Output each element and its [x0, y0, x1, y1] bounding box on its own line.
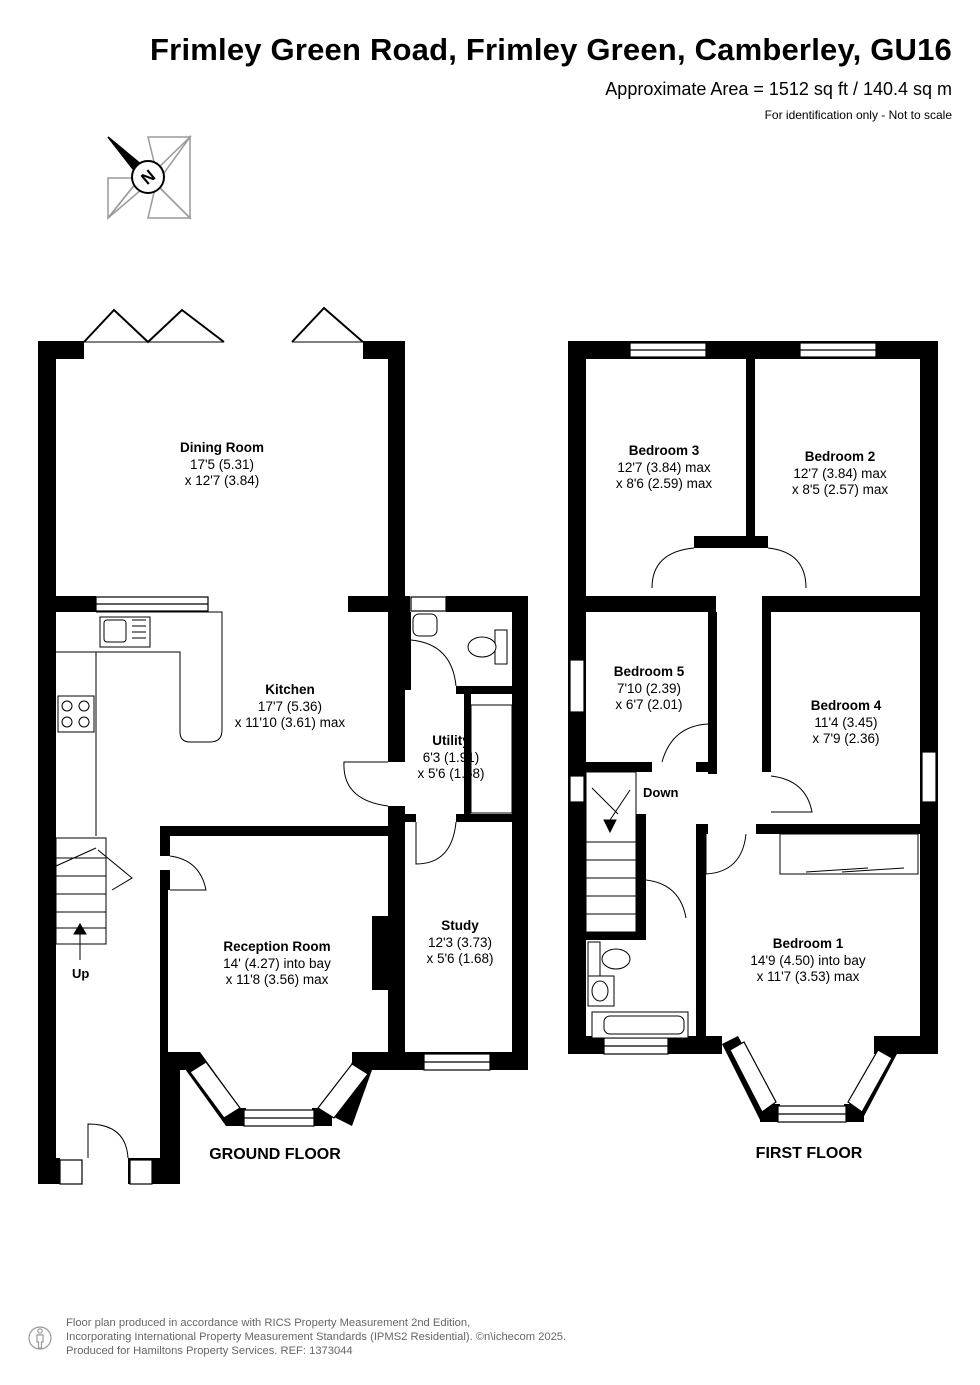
- approximate-area: Approximate Area = 1512 sq ft / 140.4 sq…: [605, 79, 952, 99]
- first-floor-doors: [645, 547, 919, 919]
- ground-floor-title: GROUND FLOOR: [209, 1146, 341, 1163]
- property-address-title: Frimley Green Road, Frimley Green, Cambe…: [150, 32, 952, 67]
- bathroom-fittings: [587, 941, 689, 1039]
- footer-line-3: Produced for Hamiltons Property Services…: [66, 1345, 353, 1357]
- bedroom-1-label: Bedroom 1 14'9 (4.50) into bay x 11'7 (3…: [750, 936, 866, 984]
- first-floor-stairs: [585, 771, 637, 933]
- stairs-down-label: Down: [643, 785, 679, 800]
- dining-room-label: Dining Room 17'5 (5.31) x 12'7 (3.84): [180, 440, 264, 488]
- bedroom-5-label: Bedroom 5 7'10 (2.39) x 6'7 (2.01): [613, 664, 685, 712]
- bedroom-4-label: Bedroom 4 11'4 (3.45) x 7'9 (2.36): [810, 698, 882, 746]
- ground-floor-plan: [38, 341, 528, 1184]
- footer-line-1: Floor plan produced in accordance with R…: [66, 1317, 471, 1329]
- bedroom-3-label: Bedroom 3 12'7 (3.84) max x 8'6 (2.59) m…: [615, 443, 713, 491]
- first-floor-title: FIRST FLOOR: [755, 1145, 863, 1162]
- ground-floor-stairs: [55, 837, 107, 960]
- kitchen-units: [56, 611, 513, 836]
- scale-disclaimer: For identification only - Not to scale: [764, 108, 952, 122]
- ground-floor-windows: [59, 596, 491, 1185]
- footer-line-2: Incorporating International Property Mea…: [66, 1331, 567, 1343]
- first-floor-windows: [569, 342, 937, 1123]
- footer-disclaimer: Floor plan produced in accordance with R…: [66, 1316, 566, 1358]
- compass-icon: N: [107, 134, 192, 221]
- stairs-up-label: Up: [72, 966, 90, 981]
- kitchen-label: Kitchen 17'7 (5.36) x 11'10 (3.61) max: [234, 682, 346, 730]
- ground-floor-doors: [87, 639, 457, 1159]
- person-scale-icon: [28, 1326, 52, 1350]
- bedroom-2-label: Bedroom 2 12'7 (3.84) max x 8'5 (2.57) m…: [791, 449, 889, 497]
- study-label: Study 12'3 (3.73) x 5'6 (1.68): [426, 918, 494, 966]
- utility-label: Utility 6'3 (1.91) x 5'6 (1.68): [417, 733, 485, 781]
- bifold-doors: [83, 306, 364, 344]
- reception-room-label: Reception Room 14' (4.27) into bay x 11'…: [223, 939, 331, 987]
